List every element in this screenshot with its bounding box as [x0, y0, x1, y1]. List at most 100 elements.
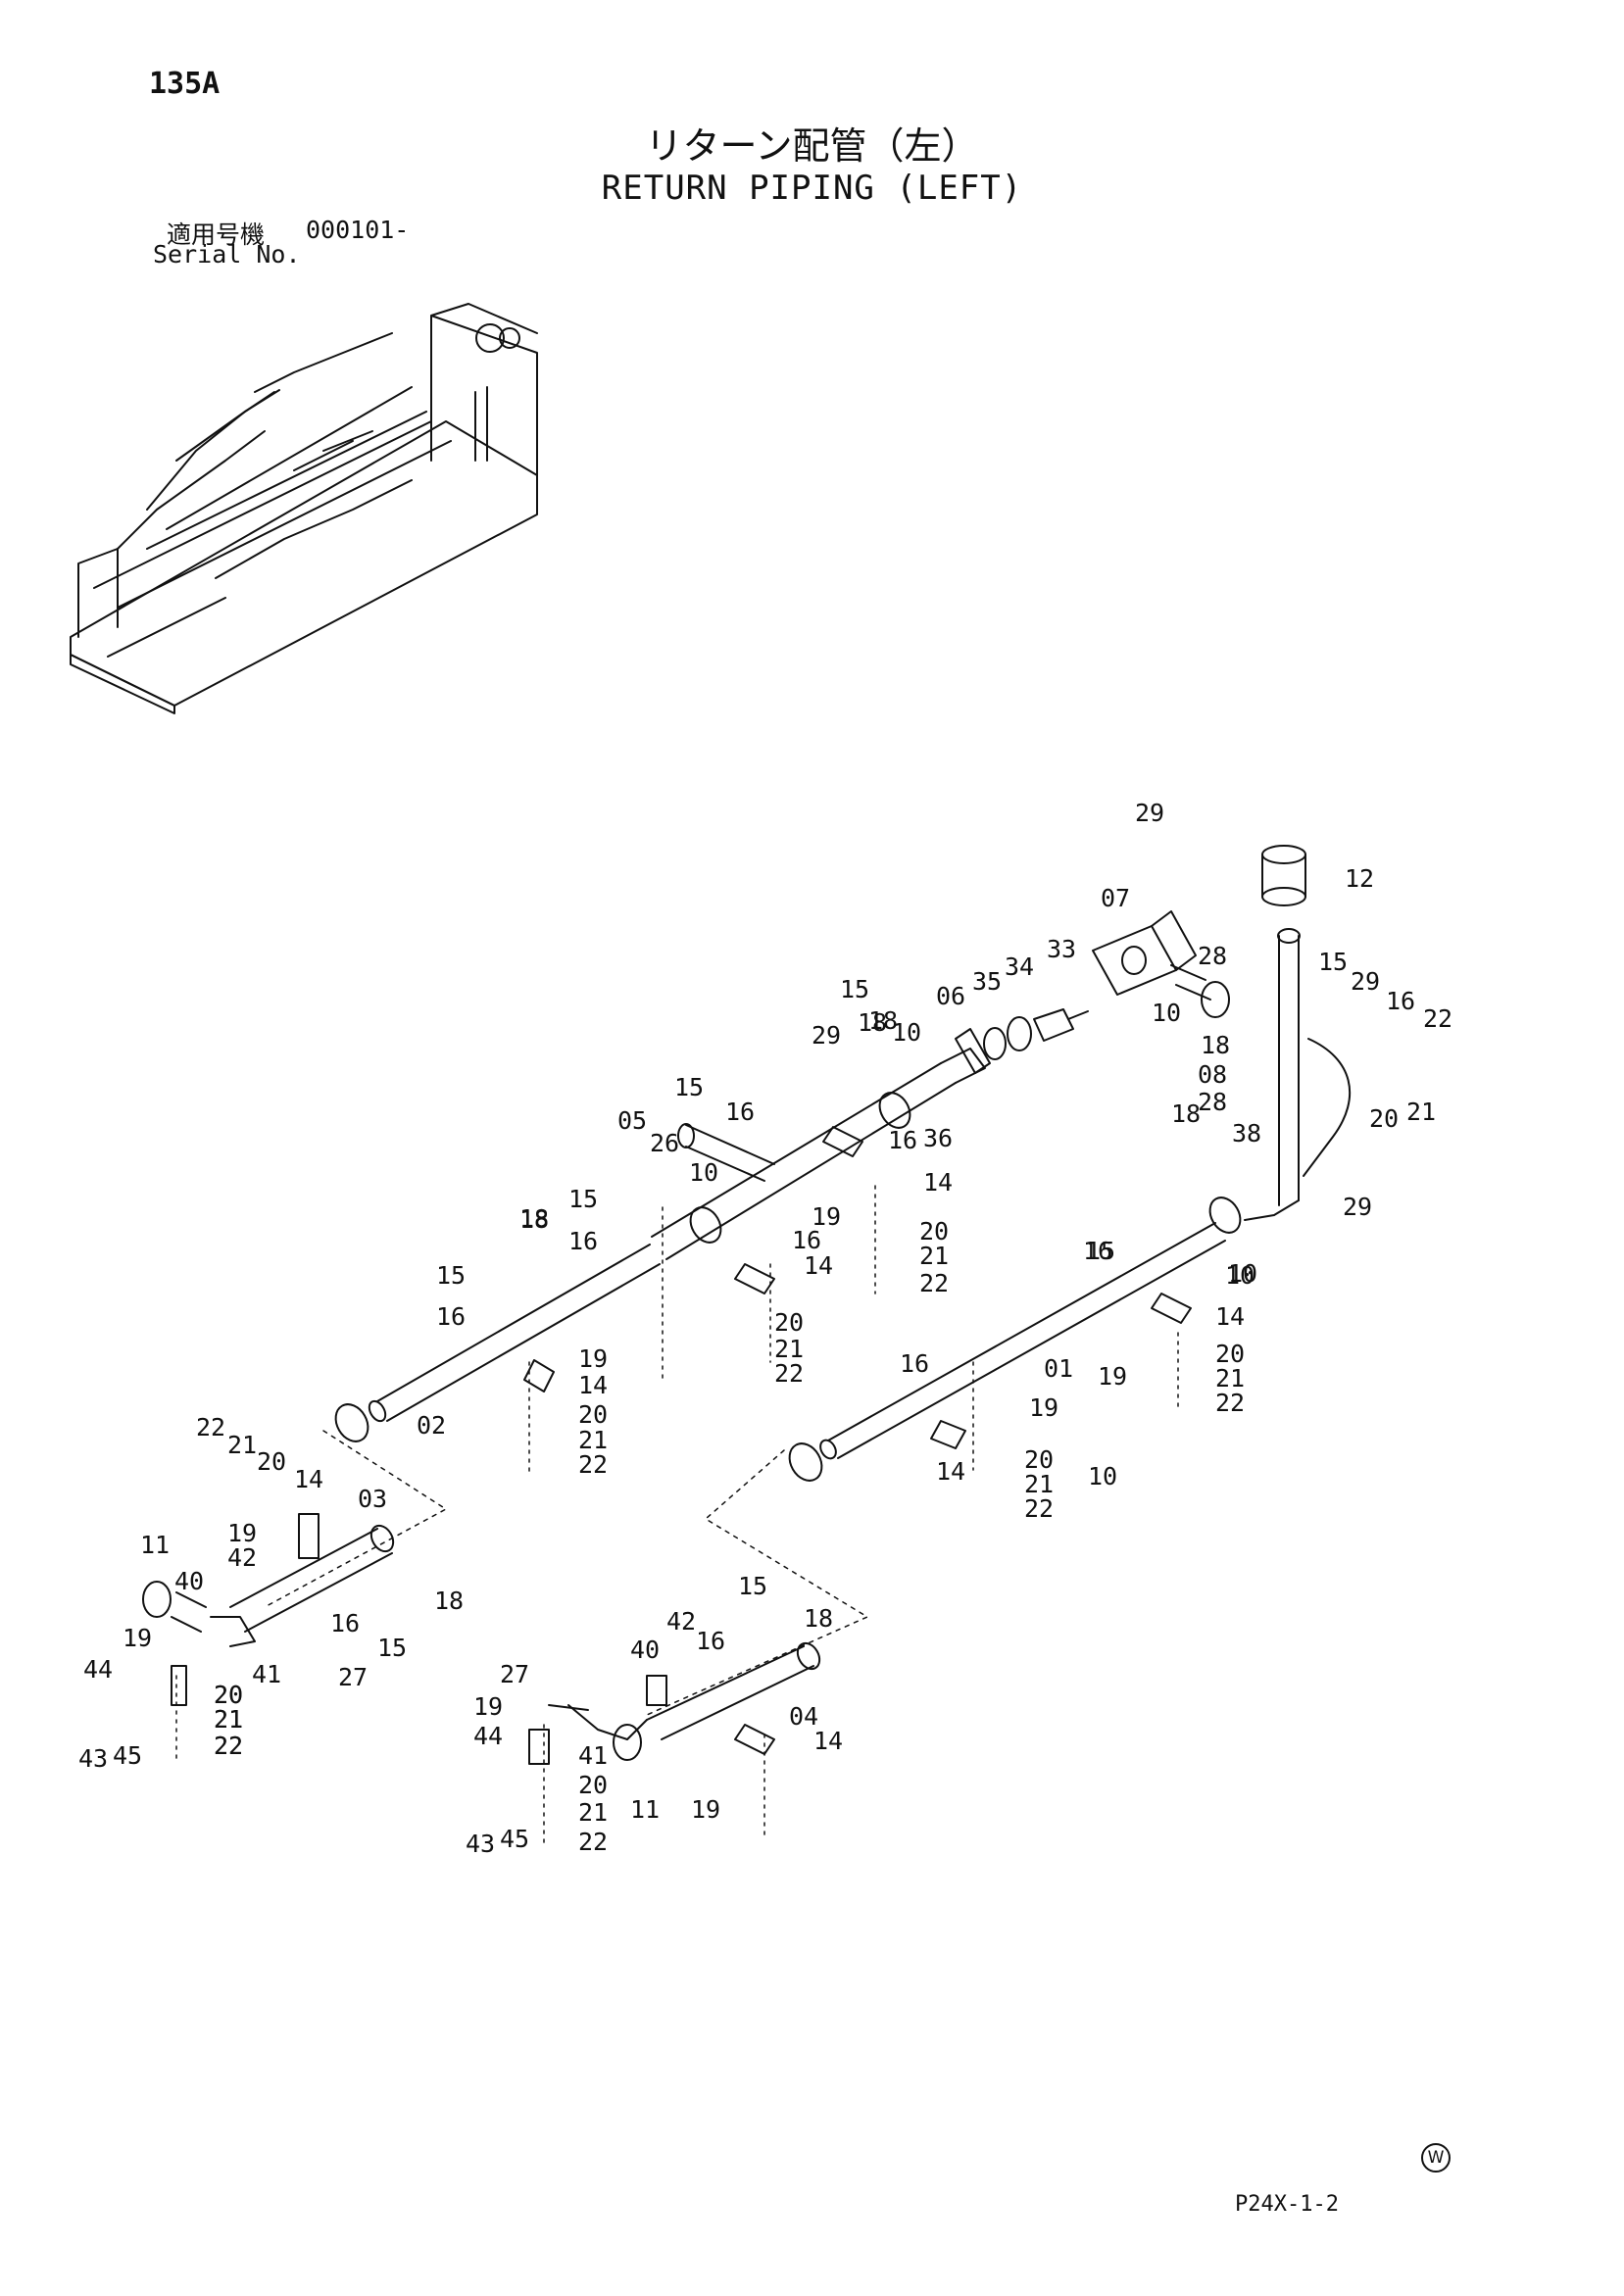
callout: 15 — [377, 1634, 407, 1662]
callout: 18 — [1171, 1099, 1201, 1128]
callout: 35 — [972, 967, 1002, 996]
callout: 21 — [578, 1426, 608, 1454]
callout: 15 — [840, 975, 869, 1003]
callout: 16 — [725, 1098, 755, 1126]
callout: 18 — [519, 1204, 549, 1233]
callout: 10 — [1152, 999, 1181, 1027]
callout: 42 — [666, 1607, 696, 1636]
callout: 02 — [417, 1411, 446, 1440]
callout: 20 — [774, 1308, 804, 1337]
callout: 22 — [919, 1269, 949, 1297]
callout: 10 — [892, 1018, 921, 1047]
callout: 16 — [1386, 987, 1415, 1015]
callout: 22 — [774, 1359, 804, 1388]
pipe-04 — [548, 1641, 821, 1761]
serial-label-english: Serial No. — [153, 240, 301, 269]
callout: 11 — [140, 1531, 170, 1559]
callout: 04 — [789, 1702, 818, 1731]
callout: 15 — [436, 1261, 466, 1290]
callout: 22 — [1215, 1389, 1245, 1417]
callout: 14 — [923, 1168, 953, 1197]
callout: 05 — [617, 1106, 647, 1135]
callout: 16 — [696, 1627, 725, 1655]
callout: 22 — [578, 1828, 608, 1856]
callout: 21 — [1215, 1364, 1245, 1392]
callout: 21 — [227, 1431, 257, 1459]
callout: 20 — [214, 1681, 243, 1709]
callout: 19 — [578, 1344, 608, 1373]
callout: 15 — [1086, 1237, 1115, 1265]
callout-labels: 29 07 12 34 33 35 06 28 15 29 16 22 10 1… — [78, 799, 1452, 1858]
callout: 14 — [813, 1727, 843, 1755]
callout: 21 — [214, 1705, 243, 1734]
callout: 10 — [1225, 1261, 1255, 1290]
callout: 20 — [257, 1447, 286, 1476]
callout: 15 — [674, 1073, 704, 1101]
callout: 19 — [1098, 1362, 1127, 1391]
callout: 44 — [83, 1655, 113, 1684]
callout: 18 — [434, 1587, 464, 1615]
callout: 20 — [1215, 1340, 1245, 1368]
callout: 38 — [1232, 1119, 1261, 1148]
callout: 45 — [113, 1741, 142, 1770]
callout: 18 — [804, 1604, 833, 1633]
figure-code: P24X-1-2 — [1235, 2192, 1339, 2217]
w-mark-icon: W — [1421, 2143, 1451, 2173]
callout: 16 — [888, 1126, 917, 1154]
callout: 27 — [500, 1660, 529, 1688]
callout: 29 — [1351, 967, 1380, 996]
callout: 27 — [338, 1663, 368, 1691]
pipe-08 — [1244, 928, 1352, 1221]
callout: 07 — [1101, 884, 1130, 912]
callout: 16 — [792, 1226, 821, 1254]
callout: 14 — [578, 1371, 608, 1399]
callout: 41 — [578, 1741, 608, 1770]
callout: 22 — [196, 1413, 225, 1441]
callout: 21 — [1406, 1098, 1436, 1126]
serial-label-japanese: 適用号機 — [167, 220, 266, 249]
callout: 18 — [1201, 1031, 1230, 1059]
callout: 10 — [1088, 1462, 1117, 1490]
connector-lines — [264, 1430, 868, 1716]
callout: 20 — [1024, 1445, 1054, 1474]
callout: 20 — [578, 1771, 608, 1799]
callout: 16 — [568, 1227, 598, 1255]
callout: 21 — [214, 1705, 243, 1734]
fasteners — [171, 1126, 1192, 1765]
callout: 08 — [1198, 1060, 1227, 1089]
callout: 33 — [1047, 935, 1076, 963]
callout: 20 — [578, 1400, 608, 1429]
callout: 10 — [689, 1158, 718, 1187]
callout: 42 — [227, 1543, 257, 1572]
callout: 22 — [1423, 1004, 1452, 1033]
callout: 28 — [1198, 942, 1227, 970]
title-english: RETURN PIPING (LEFT) — [601, 169, 1023, 208]
callout: 14 — [1215, 1302, 1245, 1331]
callout: 22 — [214, 1732, 243, 1760]
callout: 19 — [227, 1519, 257, 1547]
callout: 18 — [858, 1008, 887, 1037]
bolt-stacks — [175, 1185, 1179, 1848]
machine-frame-overview — [70, 303, 538, 714]
part-07 — [1092, 910, 1230, 1018]
part-12 — [1261, 845, 1306, 906]
callout: 21 — [919, 1242, 949, 1270]
callout: 11 — [630, 1795, 660, 1824]
callout: 21 — [774, 1335, 804, 1363]
callout: 16 — [330, 1609, 360, 1637]
page-number: 135A — [149, 67, 221, 101]
callout: 40 — [630, 1636, 660, 1664]
callout: 22 — [214, 1732, 243, 1760]
pipe-05 — [651, 1048, 986, 1260]
callout: 14 — [936, 1457, 965, 1486]
callout: 29 — [1343, 1193, 1372, 1221]
callout: 45 — [500, 1825, 529, 1853]
callout: 44 — [473, 1722, 503, 1750]
pipe-01 — [788, 1197, 1242, 1482]
callout: 34 — [1005, 953, 1034, 981]
callout: 29 — [812, 1021, 841, 1050]
callout: 15 — [1318, 948, 1348, 976]
callout: 22 — [1024, 1494, 1054, 1523]
callout: 01 — [1044, 1354, 1073, 1383]
callout: 41 — [252, 1660, 281, 1688]
